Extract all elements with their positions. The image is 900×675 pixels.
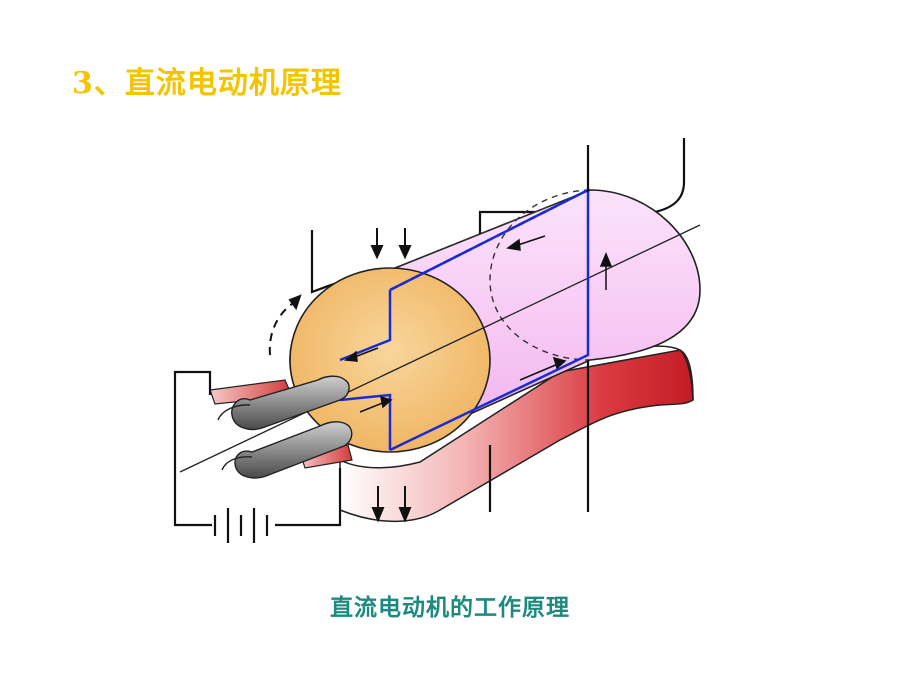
commutator	[217, 375, 353, 479]
current-arrows	[344, 235, 613, 413]
field-lines	[488, 145, 590, 512]
slide-title: 3、直流电动机原理	[72, 66, 342, 101]
external-circuit	[173, 370, 342, 527]
rotor-front-face	[289, 267, 491, 453]
arrow-down-icon	[370, 228, 412, 523]
rotor-axis	[179, 224, 701, 473]
battery-icon	[213, 508, 269, 543]
armature-coil	[339, 187, 590, 452]
figure-caption: 直流电动机的工作原理	[330, 594, 570, 621]
rotation-arrow-icon	[268, 294, 302, 356]
